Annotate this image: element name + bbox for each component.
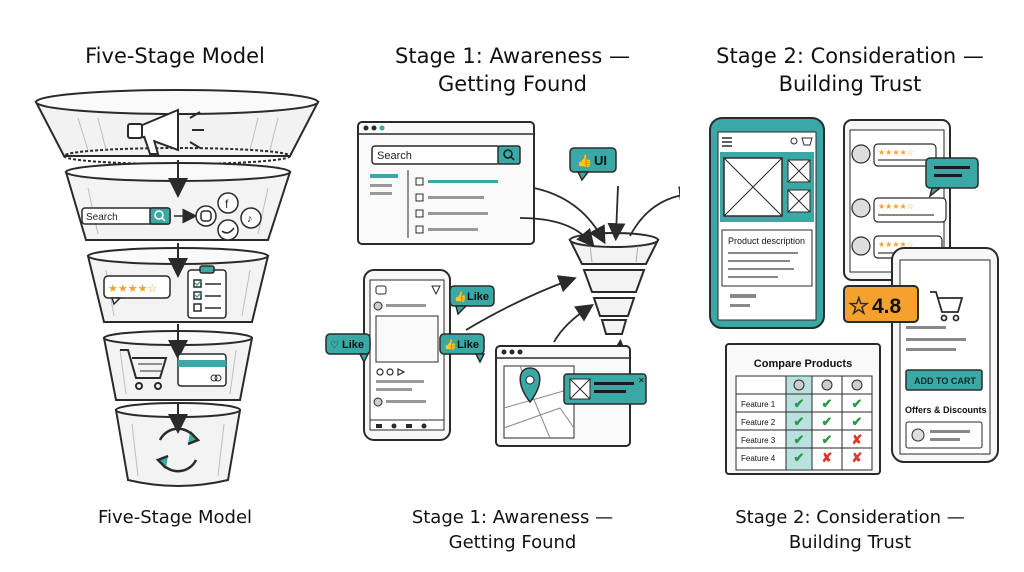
svg-text:♪: ♪ bbox=[247, 213, 253, 225]
compare-products-panel: Compare Products Feature 1 Feature 2 Fea… bbox=[725, 343, 881, 475]
product-description-label: Product description bbox=[728, 236, 805, 246]
rating-value: 4.8 bbox=[872, 295, 902, 318]
feature-label: Feature 3 bbox=[741, 436, 776, 445]
caption-five-stage-model: Five-Stage Model bbox=[40, 505, 310, 530]
map-browser-window bbox=[495, 345, 631, 447]
cross-icon: ✘ bbox=[852, 450, 863, 465]
like-bubble-1: 👍 Like bbox=[449, 285, 495, 316]
megaphone-icon bbox=[127, 108, 204, 155]
map-popup-card: ✕ bbox=[563, 373, 647, 405]
search-browser-window: Search bbox=[357, 121, 535, 245]
caption-line-1: Stage 2: Consideration — bbox=[735, 507, 965, 528]
check-icon: ✔ bbox=[852, 396, 863, 411]
cross-icon: ✘ bbox=[852, 432, 863, 447]
review-row-2: ★★★★☆ bbox=[851, 197, 947, 223]
svg-text:★★★★☆: ★★★★☆ bbox=[878, 202, 914, 211]
user-avatar-icon bbox=[851, 144, 871, 164]
funnel-search-label: Search bbox=[86, 212, 118, 223]
shopping-cart-icon bbox=[120, 349, 168, 390]
check-icon: ✔ bbox=[794, 414, 805, 429]
mini-funnel bbox=[568, 232, 660, 335]
check-icon: ✔ bbox=[852, 414, 863, 429]
like-bubble-2: ♡ Like bbox=[325, 333, 371, 364]
thumbs-up-icon: 👍 bbox=[577, 154, 592, 168]
like-label: Like bbox=[457, 339, 479, 351]
offers-label: Offers & Discounts bbox=[905, 405, 987, 415]
heart-icon: ♡ bbox=[330, 340, 339, 351]
like-label: Like bbox=[342, 339, 364, 351]
like-bubble-3: 👍 Like bbox=[439, 333, 486, 364]
cart-phone: ADD TO CART Offers & Discounts bbox=[891, 247, 999, 463]
browser-search-label: Search bbox=[377, 150, 412, 162]
compare-title: Compare Products bbox=[754, 358, 852, 370]
location-pin-icon bbox=[519, 367, 541, 404]
rating-badge: ☆ 4.8 bbox=[843, 285, 919, 323]
caption-line-2: Getting Found bbox=[448, 532, 577, 553]
chat-bubble-icon bbox=[925, 157, 979, 198]
title-stage-1: Stage 1: Awareness — Getting Found bbox=[350, 42, 675, 98]
product-phone: Product description bbox=[709, 117, 825, 329]
facebook-icon bbox=[217, 192, 239, 214]
check-icon: ✔ bbox=[794, 396, 805, 411]
shopping-cart-icon bbox=[930, 291, 964, 322]
check-icon: ✔ bbox=[794, 450, 805, 465]
title-line-2: Building Trust bbox=[778, 72, 922, 96]
check-icon: ✔ bbox=[794, 432, 805, 447]
twitter-icon bbox=[217, 219, 239, 241]
ui-badge-label: UI bbox=[594, 153, 607, 168]
title-stage-2: Stage 2: Consideration — Building Trust bbox=[690, 42, 1010, 98]
check-icon: ✔ bbox=[822, 396, 833, 411]
check-icon: ✔ bbox=[822, 414, 833, 429]
caption-stage-2: Stage 2: Consideration — Building Trust bbox=[690, 505, 1010, 555]
user-avatar-icon bbox=[851, 198, 871, 218]
gear-icon bbox=[911, 428, 925, 442]
star-icon: ☆ bbox=[848, 293, 870, 320]
check-icon: ✔ bbox=[822, 432, 833, 447]
title-five-stage-model: Five-Stage Model bbox=[40, 42, 310, 70]
svg-text:★★★★☆: ★★★★☆ bbox=[878, 240, 914, 249]
svg-text:★★★★☆: ★★★★☆ bbox=[878, 148, 914, 157]
add-to-cart-label: ADD TO CART bbox=[914, 376, 976, 386]
thumbs-up-icon: 👍 bbox=[444, 338, 456, 351]
tiktok-icon bbox=[240, 207, 262, 229]
social-icons: f ♪ bbox=[195, 192, 262, 241]
caption-line-2: Building Trust bbox=[788, 532, 912, 553]
five-stage-funnel: Search f ♪ ★★★★☆ bbox=[34, 89, 320, 487]
caption-text: Five-Stage Model bbox=[97, 507, 253, 528]
rating-card: ★★★★☆ bbox=[103, 275, 171, 306]
caption-stage-1: Stage 1: Awareness — Getting Found bbox=[350, 505, 675, 555]
title-line-1: Stage 1: Awareness — bbox=[395, 44, 630, 68]
user-avatar-icon bbox=[851, 236, 871, 256]
review-row-1: ★★★★☆ bbox=[851, 143, 937, 167]
close-icon: ✕ bbox=[638, 376, 645, 385]
feature-label: Feature 2 bbox=[741, 418, 776, 427]
consideration-illustration: Product description ★★★★☆ ★★★★☆ ★★★★☆ bbox=[709, 117, 999, 475]
like-label: Like bbox=[467, 291, 489, 303]
checklist-icon bbox=[187, 265, 227, 319]
add-to-cart-button bbox=[905, 369, 983, 391]
credit-card-icon bbox=[177, 353, 227, 387]
awareness-illustration: Search 👍 UI bbox=[325, 121, 680, 447]
feature-label: Feature 1 bbox=[741, 400, 776, 409]
cross-icon: ✘ bbox=[822, 450, 833, 465]
svg-text:★★★★☆: ★★★★☆ bbox=[108, 283, 157, 295]
funnel-search-bar: Search bbox=[81, 207, 171, 225]
title-line-1: Stage 2: Consideration — bbox=[716, 44, 984, 68]
instagram-icon bbox=[195, 205, 217, 227]
thumbs-up-ui-badge: 👍 UI bbox=[569, 147, 617, 182]
social-feed-phone bbox=[363, 269, 451, 441]
caption-line-1: Stage 1: Awareness — bbox=[411, 507, 614, 528]
title-text: Five-Stage Model bbox=[85, 44, 265, 68]
title-line-2: Getting Found bbox=[438, 72, 587, 96]
svg-text:f: f bbox=[225, 197, 229, 211]
thumbs-up-icon: 👍 bbox=[454, 290, 466, 303]
feature-label: Feature 4 bbox=[741, 454, 776, 463]
loyalty-refresh-icon bbox=[155, 427, 201, 473]
